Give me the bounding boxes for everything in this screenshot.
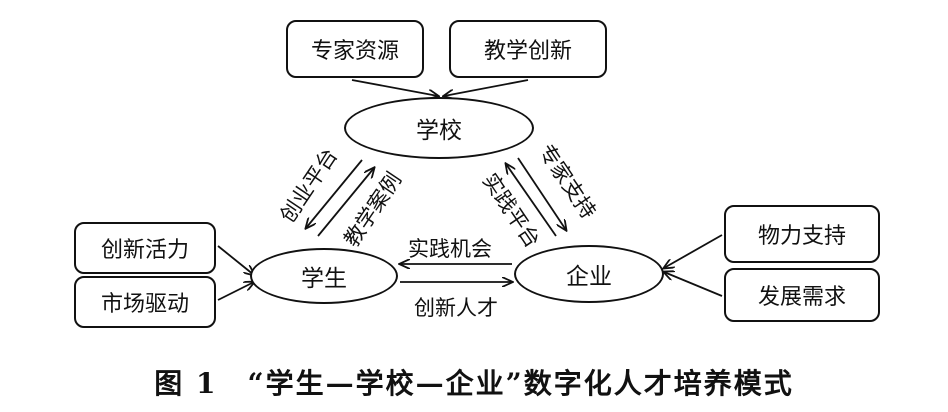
practice-opportunity-label: 实践机会	[408, 237, 492, 261]
innovation-vitality-label: 创新活力	[100, 238, 189, 263]
arrow-teaching-innovation-to-school	[444, 79, 529, 96]
student-node: 学生	[250, 248, 398, 304]
development-needs-label: 发展需求	[757, 285, 846, 310]
arrow-innovation-vitality-to-student	[217, 245, 254, 275]
arrow-school-to-enterprise	[517, 157, 566, 230]
arrow-student-to-school	[317, 168, 374, 237]
figure-caption: 图 1 “学生—学校—企业”数字化人才培养模式	[154, 367, 794, 400]
teaching-innovation-label: 教学创新	[483, 39, 572, 64]
market-driven-label: 市场驱动	[100, 292, 189, 317]
school-node: 学校	[344, 97, 534, 159]
arrow-enterprise-to-school	[506, 164, 557, 237]
arrow-expert-resources-to-school	[351, 79, 438, 96]
school-label: 学校	[416, 118, 462, 144]
innovation-vitality-box: 创新活力	[74, 222, 216, 274]
market-driven-box: 市场驱动	[74, 276, 216, 328]
material-support-box: 物力支持	[724, 205, 880, 263]
arrow-material-support-to-enterprise	[664, 234, 723, 268]
student-label: 学生	[301, 266, 347, 292]
expert-resources-box: 专家资源	[286, 20, 424, 78]
development-needs-box: 发展需求	[724, 268, 880, 322]
innovative-talent-label: 创新人才	[414, 296, 498, 320]
teaching-innovation-box: 教学创新	[449, 20, 607, 78]
material-support-label: 物力支持	[757, 224, 846, 249]
arrow-development-needs-to-enterprise	[664, 272, 723, 297]
arrow-school-to-student	[306, 159, 363, 228]
expert-resources-label: 专家资源	[310, 39, 399, 64]
enterprise-node: 企业	[514, 245, 664, 303]
arrow-market-driven-to-student	[217, 282, 254, 301]
enterprise-label: 企业	[566, 264, 612, 290]
